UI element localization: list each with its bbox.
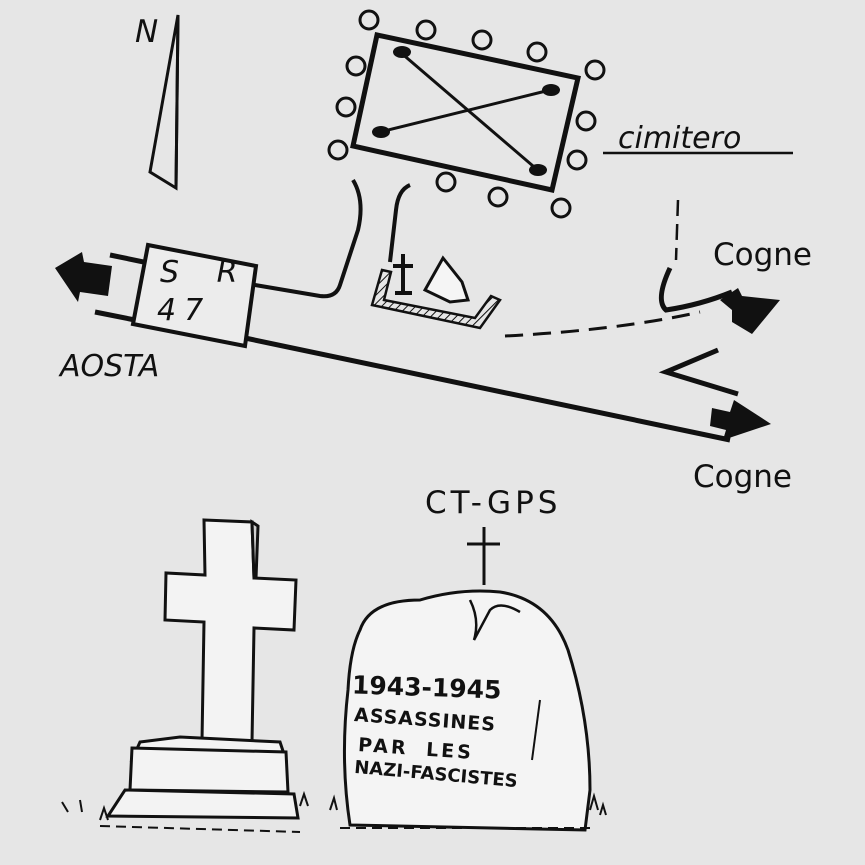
- stone-crack: [531, 699, 541, 761]
- cemetery-cross-end: [393, 46, 411, 58]
- cemetery-access-lane: [254, 178, 363, 299]
- grass: [61, 790, 607, 821]
- tree: [471, 29, 493, 51]
- arrow-aosta: [55, 252, 112, 302]
- stone-symbol: [422, 255, 471, 304]
- road-edge-left-lower: [94, 309, 136, 323]
- cemetery-enclosure: [350, 32, 582, 193]
- north-arrow-spine: [174, 14, 180, 189]
- tree: [345, 55, 367, 77]
- cross-side: [250, 519, 260, 580]
- road-number-label: 47: [157, 293, 212, 328]
- cogne-lower-label: Cogne: [693, 459, 793, 495]
- tree: [358, 9, 380, 31]
- stone-crack: [468, 599, 521, 641]
- cross-monument: [105, 518, 300, 820]
- road-edge-lower: [244, 335, 731, 443]
- tree: [335, 96, 357, 118]
- road-branch-upper: [658, 266, 733, 313]
- cross-base-bottom: [105, 788, 300, 820]
- cemetery-trees: [327, 9, 606, 219]
- tree: [487, 186, 509, 208]
- tree: [327, 139, 349, 161]
- road-sign-box: [130, 242, 259, 349]
- cemetery-cross-end: [542, 84, 560, 96]
- road-sign-label: S R: [160, 255, 252, 290]
- ground-line: [99, 825, 590, 833]
- cogne-upper-label: Cogne: [713, 237, 813, 273]
- tree: [584, 59, 606, 81]
- stone-dates: 1943-1945: [351, 670, 503, 705]
- tree: [415, 19, 437, 41]
- cemetery-access-lane: [388, 183, 411, 263]
- cemetery-label: cimitero: [618, 121, 742, 156]
- tree: [550, 197, 572, 219]
- cross-shape: [163, 518, 298, 744]
- cemetery-cross-line: [399, 50, 541, 174]
- tree: [566, 149, 588, 171]
- north-label: N: [135, 14, 159, 50]
- tree: [435, 171, 457, 193]
- monument-enclosure: [370, 268, 502, 330]
- memorial-stone: [342, 589, 592, 832]
- road-branch-upper: [674, 199, 680, 261]
- cemetery-cross-end: [372, 126, 390, 138]
- monument-code: CT-GPS: [425, 485, 562, 521]
- arrow-cogne-upper: [720, 288, 780, 334]
- cross-symbol: [393, 254, 413, 295]
- cemetery-cross-end: [529, 164, 547, 176]
- tree: [526, 41, 548, 63]
- road-branch-dashed: [504, 310, 701, 338]
- road-branch-lower: [658, 347, 739, 397]
- tree: [575, 110, 597, 132]
- cemetery-cross-line: [379, 88, 551, 134]
- arrow-cogne-lower: [710, 400, 771, 440]
- cross-base-middle: [128, 746, 290, 794]
- aosta-label: AOSTA: [60, 349, 160, 384]
- monument-marker-cross: [467, 527, 500, 585]
